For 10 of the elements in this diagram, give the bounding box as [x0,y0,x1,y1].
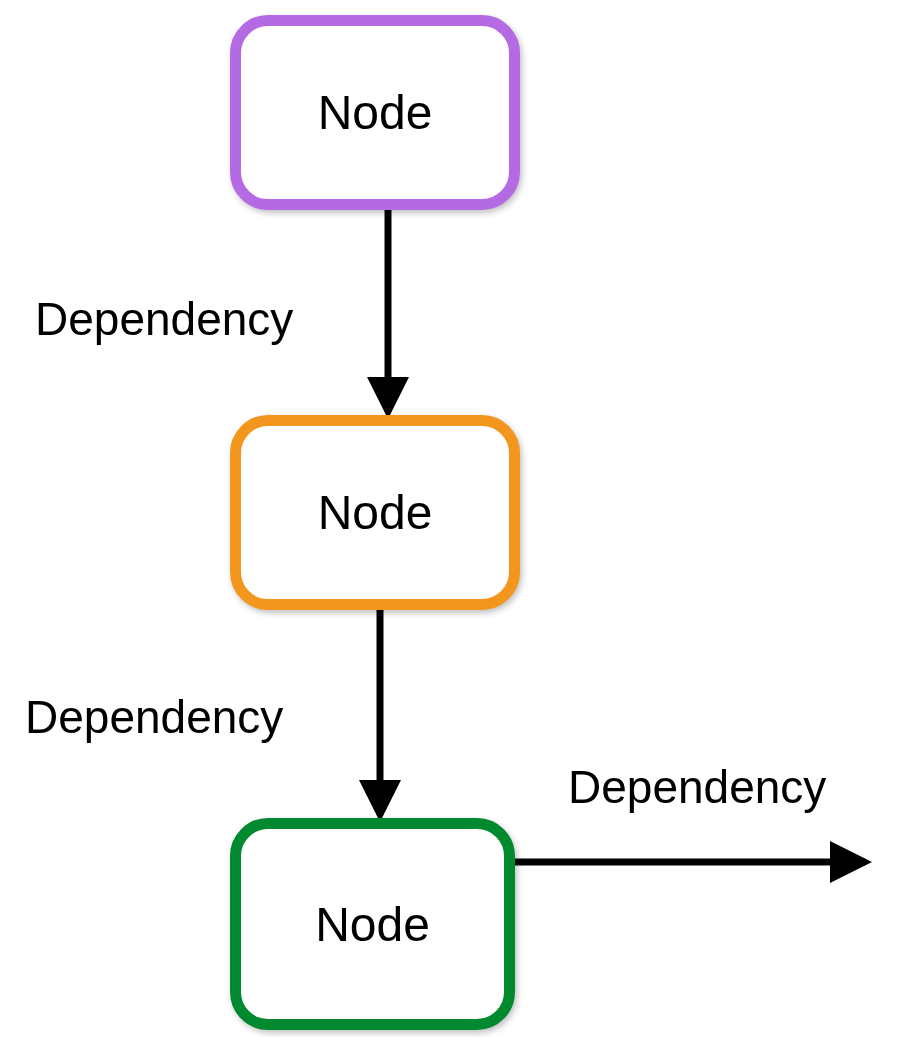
node-label: Node [317,85,433,140]
process-box [230,15,520,210]
process-box [230,818,515,1030]
edge-label: Dependency [568,760,827,814]
arrow [515,841,872,883]
node-label: Node [317,485,433,540]
edge-label: Dependency [35,292,294,346]
process-box [230,415,520,610]
node-label: Node [315,896,430,952]
edge-label: Dependency [25,690,284,744]
